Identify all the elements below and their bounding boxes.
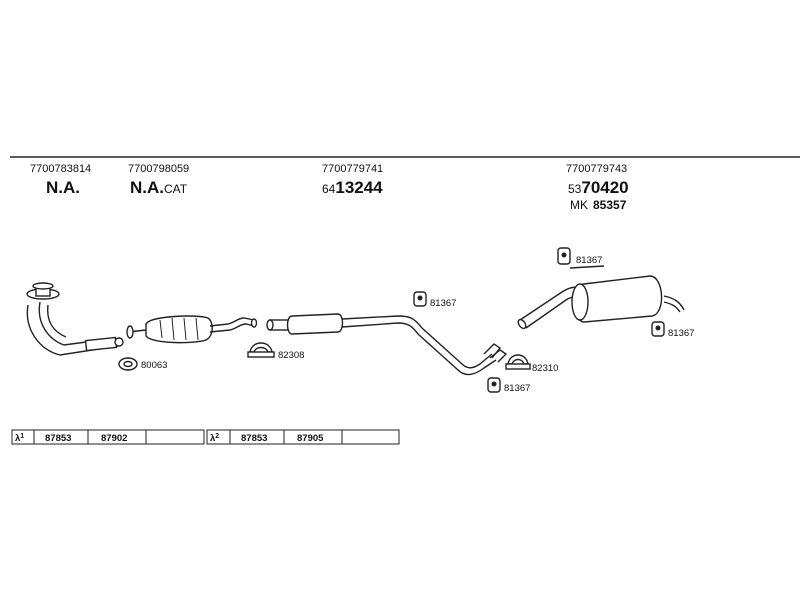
lambda-2-sup: 2 [215,433,219,440]
lambda-table-2: λ2 87853 87905 [206,429,400,445]
front-downpipe [26,282,124,356]
col4-code-main: 70420 [581,178,628,197]
col3-code-prefix: 64 [322,182,336,196]
clamp-icon [505,354,531,370]
hanger-mid-label: 81367 [430,298,456,309]
col2-name-main: N.A. [130,178,164,197]
rear-silencer [517,265,685,330]
col1-name: N.A. [46,178,80,197]
hanger-lower-label: 81367 [504,383,530,394]
rubber-hanger-icon [557,247,571,265]
col2-part-number: 7700798059 [128,163,189,175]
col2-name-suffix: CAT [164,182,188,196]
col4-mk-label: MK [570,198,588,212]
col3-code-main: 13244 [335,178,383,197]
hanger-top-rear-label: 81367 [576,255,602,266]
col3-code: 6413244 [322,178,383,197]
lambda-2-char: λ [210,433,216,444]
lambda-2-value-1: 87853 [241,433,267,444]
lambda-1-sup: 1 [20,433,24,440]
col2-name: N.A.CAT [130,178,188,197]
lambda-table-1: λ1 87853 87902 [11,429,205,445]
clamp-rear-label: 82310 [532,363,558,374]
lambda-2-symbol: λ2 [210,433,219,444]
lambda-1-value-1: 87853 [45,433,71,444]
lambda-1-value-2: 87902 [101,433,127,444]
col4-mk: MK 85357 [570,198,627,212]
catalytic-converter [126,315,258,344]
col4-code: 5370420 [568,178,629,197]
intermediate-silencer [266,313,508,376]
rubber-hanger-icon [487,377,501,393]
col1-part-number: 7700783814 [30,163,91,175]
lambda-1-symbol: λ1 [15,433,24,444]
rubber-hanger-icon [413,291,427,307]
lambda-1-char: λ [15,433,21,444]
gasket-label: 80063 [141,360,167,371]
gasket-icon [118,357,138,371]
col3-part-number: 7700779741 [322,163,383,175]
clamp-icon [247,342,275,358]
lambda-2-value-2: 87905 [297,433,324,444]
rubber-hanger-icon [651,321,665,337]
col4-mk-value: 85357 [593,198,627,212]
col4-code-prefix: 53 [568,182,582,196]
hanger-rear-right-label: 81367 [668,328,694,339]
clamp-front-label: 82308 [278,350,304,361]
col4-part-number: 7700779743 [566,163,627,175]
